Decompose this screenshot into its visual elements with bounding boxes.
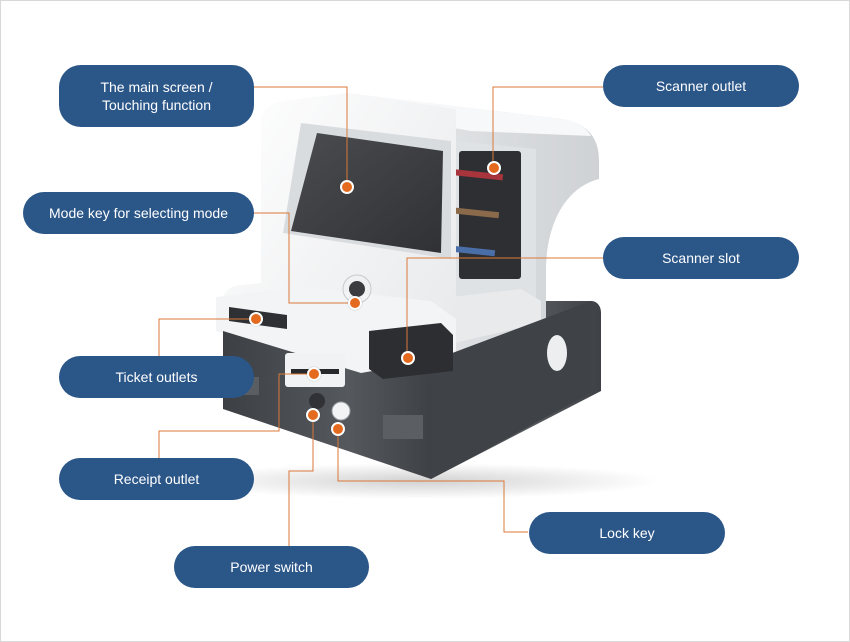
callout-main-screen-line-1: The main screen /	[100, 79, 213, 95]
callout-mode-key-label: Mode key for selecting mode	[49, 205, 228, 221]
marker-ticket-outlets	[249, 312, 263, 326]
callout-power-switch: Power switch	[174, 546, 369, 588]
marker-scanner-slot	[401, 351, 415, 365]
callout-power-switch-label: Power switch	[230, 559, 313, 575]
callout-ticket-outlets-label: Ticket outlets	[115, 369, 198, 385]
speaker-grille-right	[383, 415, 423, 439]
callout-scanner-outlet-label: Scanner outlet	[655, 78, 747, 94]
callout-main-screen: The main screen / Touching function	[59, 65, 254, 127]
marker-main-screen	[340, 180, 354, 194]
callout-mode-key: Mode key for selecting mode	[23, 192, 254, 234]
callout-scanner-slot: Scanner slot	[603, 237, 799, 279]
callout-scanner-slot-label: Scanner slot	[662, 250, 740, 266]
callout-lock-key: Lock key	[529, 512, 725, 554]
marker-receipt-outlet	[307, 367, 321, 381]
scanner-tray-red	[440, 167, 504, 181]
marker-lock-key	[331, 422, 345, 436]
callout-receipt-outlet-label: Receipt outlet	[113, 471, 200, 487]
mode-key-dial	[349, 281, 365, 297]
power-switch-button	[309, 393, 325, 409]
callout-lock-key-label: Lock key	[599, 525, 655, 541]
lock-key-cylinder	[331, 401, 351, 421]
marker-mode-key	[348, 296, 362, 310]
marker-scanner-outlet	[487, 161, 501, 175]
callout-main-screen-line-2: Touching function	[102, 97, 211, 113]
side-cap	[547, 335, 567, 371]
callout-ticket-outlets: Ticket outlets	[59, 356, 254, 398]
marker-power-switch	[306, 408, 320, 422]
callout-receipt-outlet: Receipt outlet	[59, 458, 254, 500]
callout-scanner-outlet: Scanner outlet	[603, 65, 799, 107]
